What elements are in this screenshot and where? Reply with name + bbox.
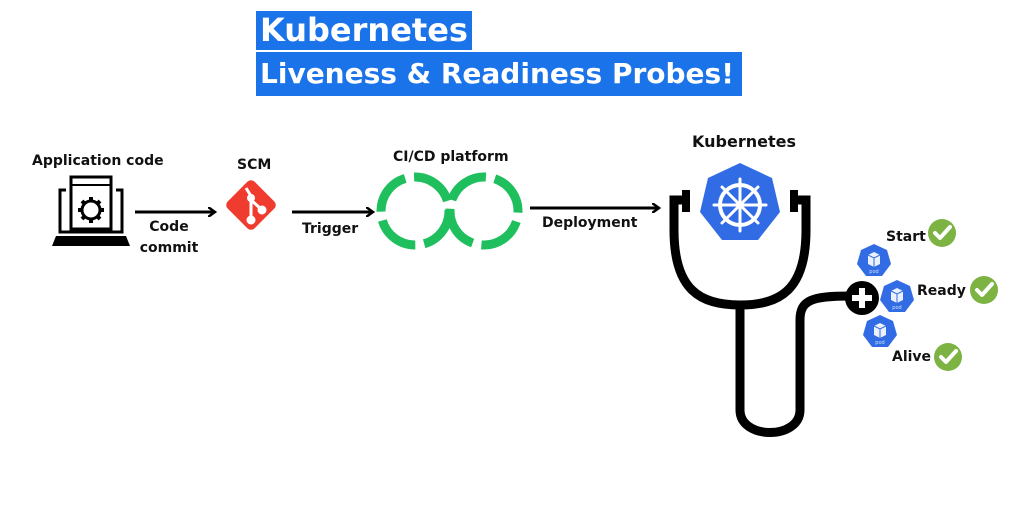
app-code-label: Application code [32,153,164,169]
laptop-gear-icon [52,175,130,246]
pod-icon: pod [863,315,897,347]
kubernetes-helm-icon [700,163,780,240]
cicd-label: CI/CD platform [393,149,509,165]
code-commit-label-2: commit [139,240,199,256]
scm-label: SCM [237,157,272,173]
pod-label: pod [875,340,884,346]
stethoscope-chestpiece-icon [845,281,879,315]
pod-label: pod [869,269,878,275]
infinity-loop-icon [376,172,523,250]
pod-icon: pod [857,244,891,276]
probe-ready-label: Ready [917,283,966,299]
code-commit-label-1: Code [149,219,189,235]
title-line-1: Kubernetes [256,11,472,50]
check-icon [928,219,956,247]
pod-icon: pod [880,280,914,312]
check-icon [970,276,998,304]
trigger-label: Trigger [302,221,359,237]
kubernetes-label: Kubernetes [692,132,796,151]
pod-label: pod [892,305,901,311]
stethoscope-icon [669,195,855,437]
git-icon [226,180,276,230]
title-line-2: Liveness & Readiness Probes! [256,52,742,96]
check-icon [934,343,962,371]
probe-start-label: Start [886,229,926,245]
deployment-label: Deployment [542,215,638,231]
probe-alive-label: Alive [892,349,932,365]
